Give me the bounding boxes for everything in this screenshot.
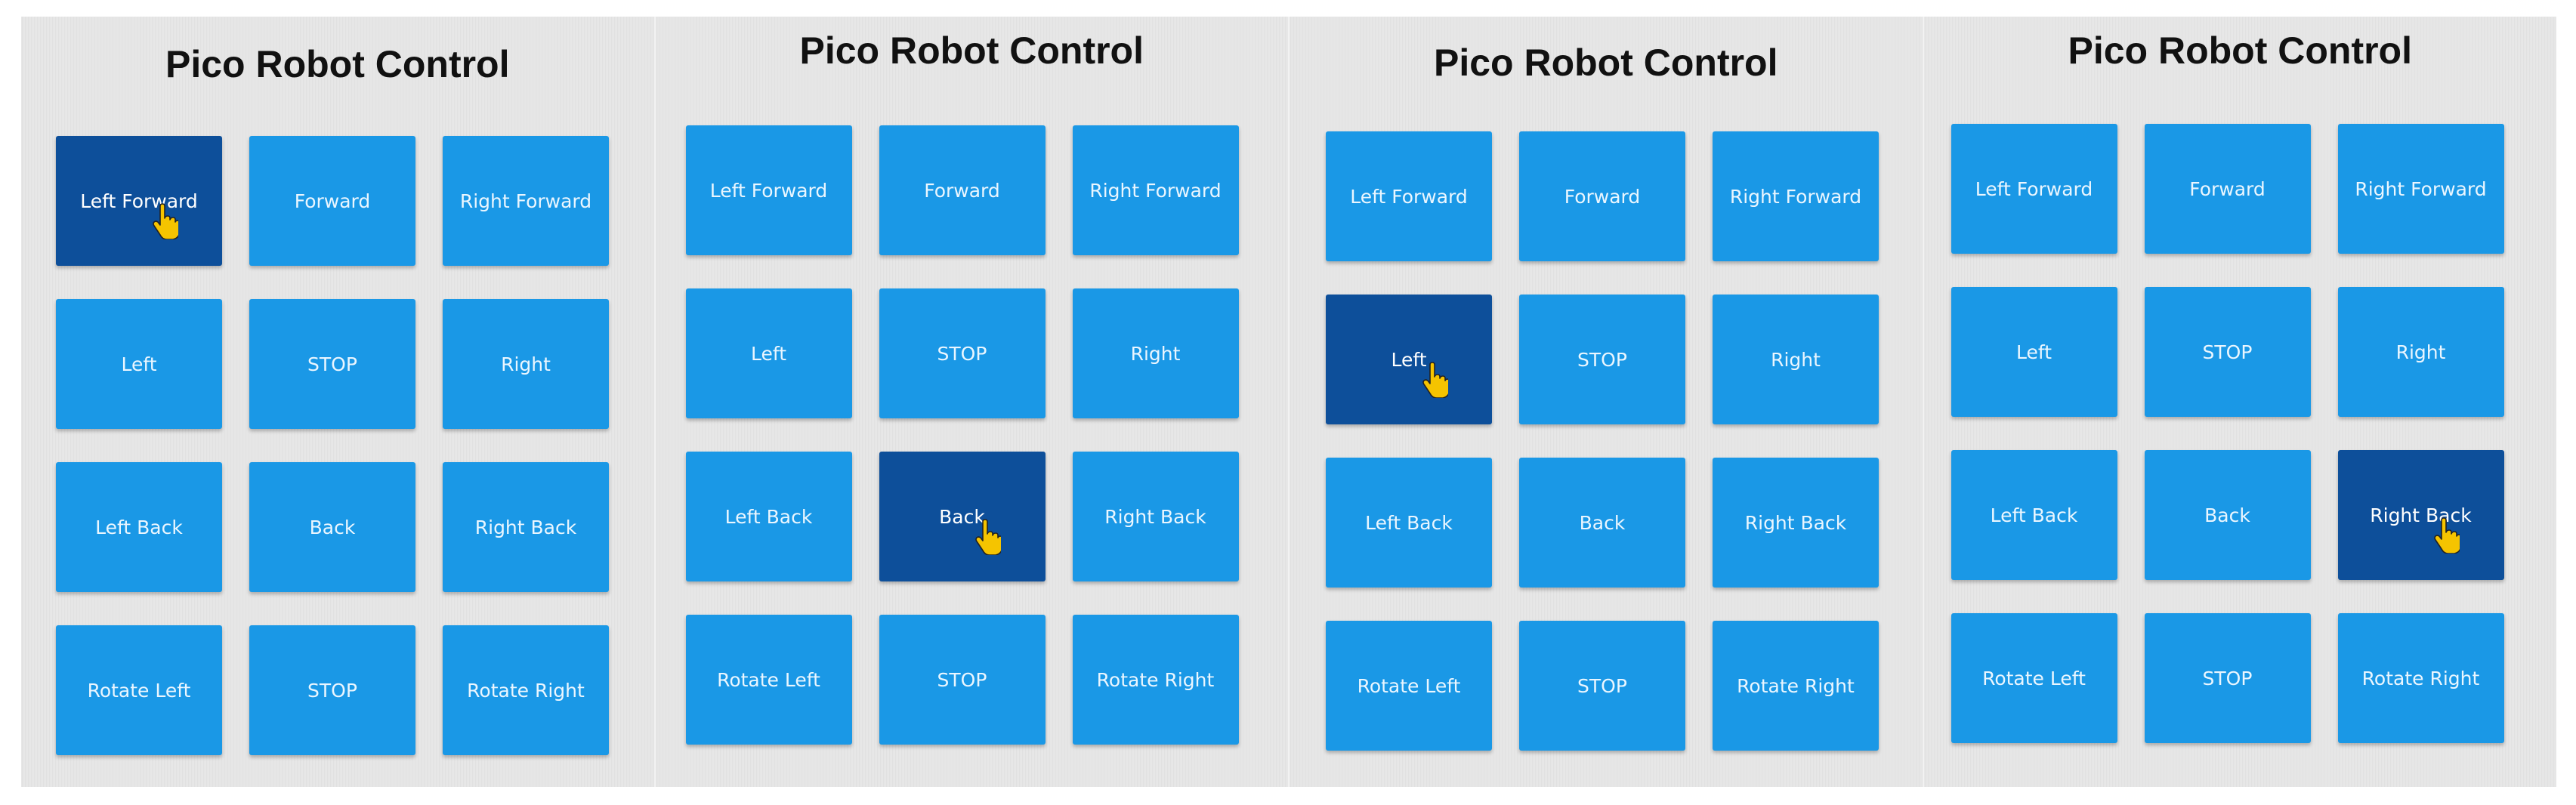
stop-button-2[interactable]: STOP — [1519, 621, 1685, 751]
back-button[interactable]: Back — [879, 452, 1046, 581]
rotate-left-button[interactable]: Rotate Left — [1951, 613, 2117, 743]
hand-pointer-icon — [2434, 517, 2462, 555]
rotate-right-button[interactable]: Rotate Right — [1713, 621, 1879, 751]
control-panel-1: Pico Robot Control Left Forward Forward … — [21, 17, 654, 787]
left-forward-button[interactable]: Left Forward — [685, 125, 852, 255]
right-forward-button[interactable]: Right Forward — [443, 136, 609, 266]
right-forward-button[interactable]: Right Forward — [1072, 125, 1239, 255]
left-button[interactable]: Left — [685, 288, 852, 418]
control-panel-2: Pico Robot Control Left Forward Forward … — [653, 17, 1288, 787]
right-button[interactable]: Right — [2337, 287, 2504, 417]
screenshot-strip: Pico Robot Control Left Forward Forward … — [21, 17, 2556, 787]
back-button[interactable]: Back — [1519, 458, 1685, 588]
rotate-right-button[interactable]: Rotate Right — [1072, 615, 1239, 745]
right-button[interactable]: Right — [1713, 295, 1879, 424]
forward-button[interactable]: Forward — [879, 125, 1046, 255]
stop-button[interactable]: STOP — [249, 299, 415, 429]
stop-button[interactable]: STOP — [2144, 287, 2311, 417]
rotate-right-button[interactable]: Rotate Right — [443, 625, 609, 755]
control-panel-3: Pico Robot Control Left Forward Forward … — [1288, 17, 1923, 787]
right-back-button[interactable]: Right Back — [1072, 452, 1239, 581]
right-button[interactable]: Right — [443, 299, 609, 429]
button-grid: Left Forward Forward Right Forward Left … — [1951, 124, 2504, 743]
left-back-button[interactable]: Left Back — [685, 452, 852, 581]
rotate-left-button[interactable]: Rotate Left — [56, 625, 222, 755]
right-back-button[interactable]: Right Back — [443, 462, 609, 592]
button-grid: Left Forward Forward Right Forward Left … — [56, 136, 609, 755]
button-grid: Left Forward Forward Right Forward Left … — [1326, 131, 1879, 751]
stop-button-2[interactable]: STOP — [879, 615, 1046, 745]
page-title: Pico Robot Control — [1434, 42, 1778, 84]
back-button[interactable]: Back — [249, 462, 415, 592]
right-forward-button[interactable]: Right Forward — [1713, 131, 1879, 261]
rotate-left-button[interactable]: Rotate Left — [685, 615, 852, 745]
left-back-button[interactable]: Left Back — [1326, 458, 1492, 588]
left-forward-button[interactable]: Left Forward — [1951, 124, 2117, 254]
hand-pointer-icon — [1422, 362, 1450, 399]
stop-button-2[interactable]: STOP — [2144, 613, 2311, 743]
page-title: Pico Robot Control — [799, 29, 1144, 72]
button-grid: Left Forward Forward Right Forward Left … — [685, 125, 1239, 745]
forward-button[interactable]: Forward — [1519, 131, 1685, 261]
right-button[interactable]: Right — [1072, 288, 1239, 418]
hand-pointer-icon — [152, 203, 181, 241]
right-back-button[interactable]: Right Back — [1713, 458, 1879, 588]
stop-button[interactable]: STOP — [1519, 295, 1685, 424]
control-panel-4: Pico Robot Control Left Forward Forward … — [1922, 17, 2556, 787]
forward-button[interactable]: Forward — [249, 136, 415, 266]
page-title: Pico Robot Control — [165, 43, 510, 85]
right-back-button[interactable]: Right Back — [2337, 450, 2504, 580]
left-forward-button[interactable]: Left Forward — [1326, 131, 1492, 261]
stop-button[interactable]: STOP — [879, 288, 1046, 418]
page-title: Pico Robot Control — [2068, 29, 2413, 72]
left-button[interactable]: Left — [56, 299, 222, 429]
left-forward-button[interactable]: Left Forward — [56, 136, 222, 266]
rotate-right-button[interactable]: Rotate Right — [2337, 613, 2504, 743]
back-button[interactable]: Back — [2144, 450, 2311, 580]
stop-button-2[interactable]: STOP — [249, 625, 415, 755]
rotate-left-button[interactable]: Rotate Left — [1326, 621, 1492, 751]
forward-button[interactable]: Forward — [2144, 124, 2311, 254]
left-back-button[interactable]: Left Back — [1951, 450, 2117, 580]
hand-pointer-icon — [975, 519, 1003, 557]
left-button[interactable]: Left — [1951, 287, 2117, 417]
right-forward-button[interactable]: Right Forward — [2337, 124, 2504, 254]
left-button[interactable]: Left — [1326, 295, 1492, 424]
left-back-button[interactable]: Left Back — [56, 462, 222, 592]
